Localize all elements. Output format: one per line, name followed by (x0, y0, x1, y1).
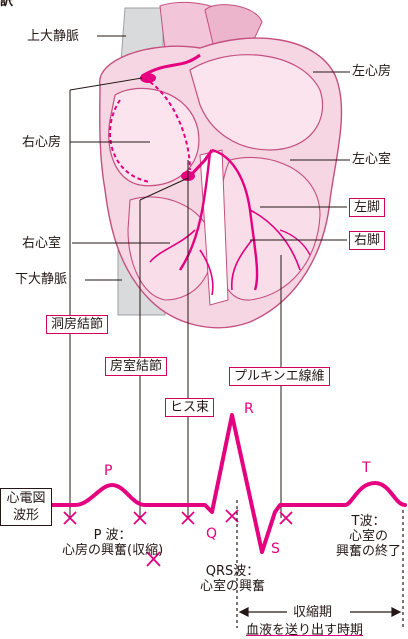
event-markers (63, 509, 293, 567)
heart-body (99, 37, 343, 329)
label-purkinje-fibers: プルキンエ線維 (229, 367, 330, 386)
label-av-node: 房室結節 (105, 357, 168, 376)
label-superior-vena-cava: 上大静脈 (27, 29, 80, 44)
label-right-atrium: 右心房 (22, 135, 62, 150)
ecg-label: 心電図 波形 (0, 488, 52, 526)
label-right-ventricle: 右心室 (22, 236, 62, 251)
p-wave-note: P 波： 心房の興奮(収縮) (62, 528, 164, 558)
label-right-bundle: 右脚 (349, 231, 386, 250)
label-sinoatrial-node: 洞房結節 (46, 315, 109, 334)
wave-r: R (244, 401, 254, 417)
label-left-ventricle: 左心室 (352, 152, 392, 167)
qrs-wave-note: QRS波： 心室の興奮 (200, 564, 266, 594)
wave-s: S (271, 541, 280, 557)
conduction-pathway (109, 53, 311, 296)
leader-lines (69, 35, 350, 518)
label-inferior-vena-cava: 下大静脈 (15, 272, 68, 287)
systole-label: 収縮期 (293, 605, 333, 620)
ecg-label-text: 心電図 波形 (6, 491, 46, 523)
wave-p: P (104, 463, 113, 479)
label-his-bundle: ヒス束 (165, 398, 215, 417)
label-left-atrium: 左心房 (352, 64, 392, 79)
label-left-bundle: 左脚 (349, 198, 386, 217)
wave-t: T (362, 460, 371, 476)
ecg-trace (50, 413, 407, 554)
t-wave-note: T波： 心室の 興奮の終了 (336, 514, 402, 559)
systole-note: 血液を送り出す時期 (246, 623, 364, 638)
wave-q: Q (206, 526, 218, 542)
header-fragment: 訳 (0, 0, 14, 9)
systole-bracket (236, 500, 404, 628)
